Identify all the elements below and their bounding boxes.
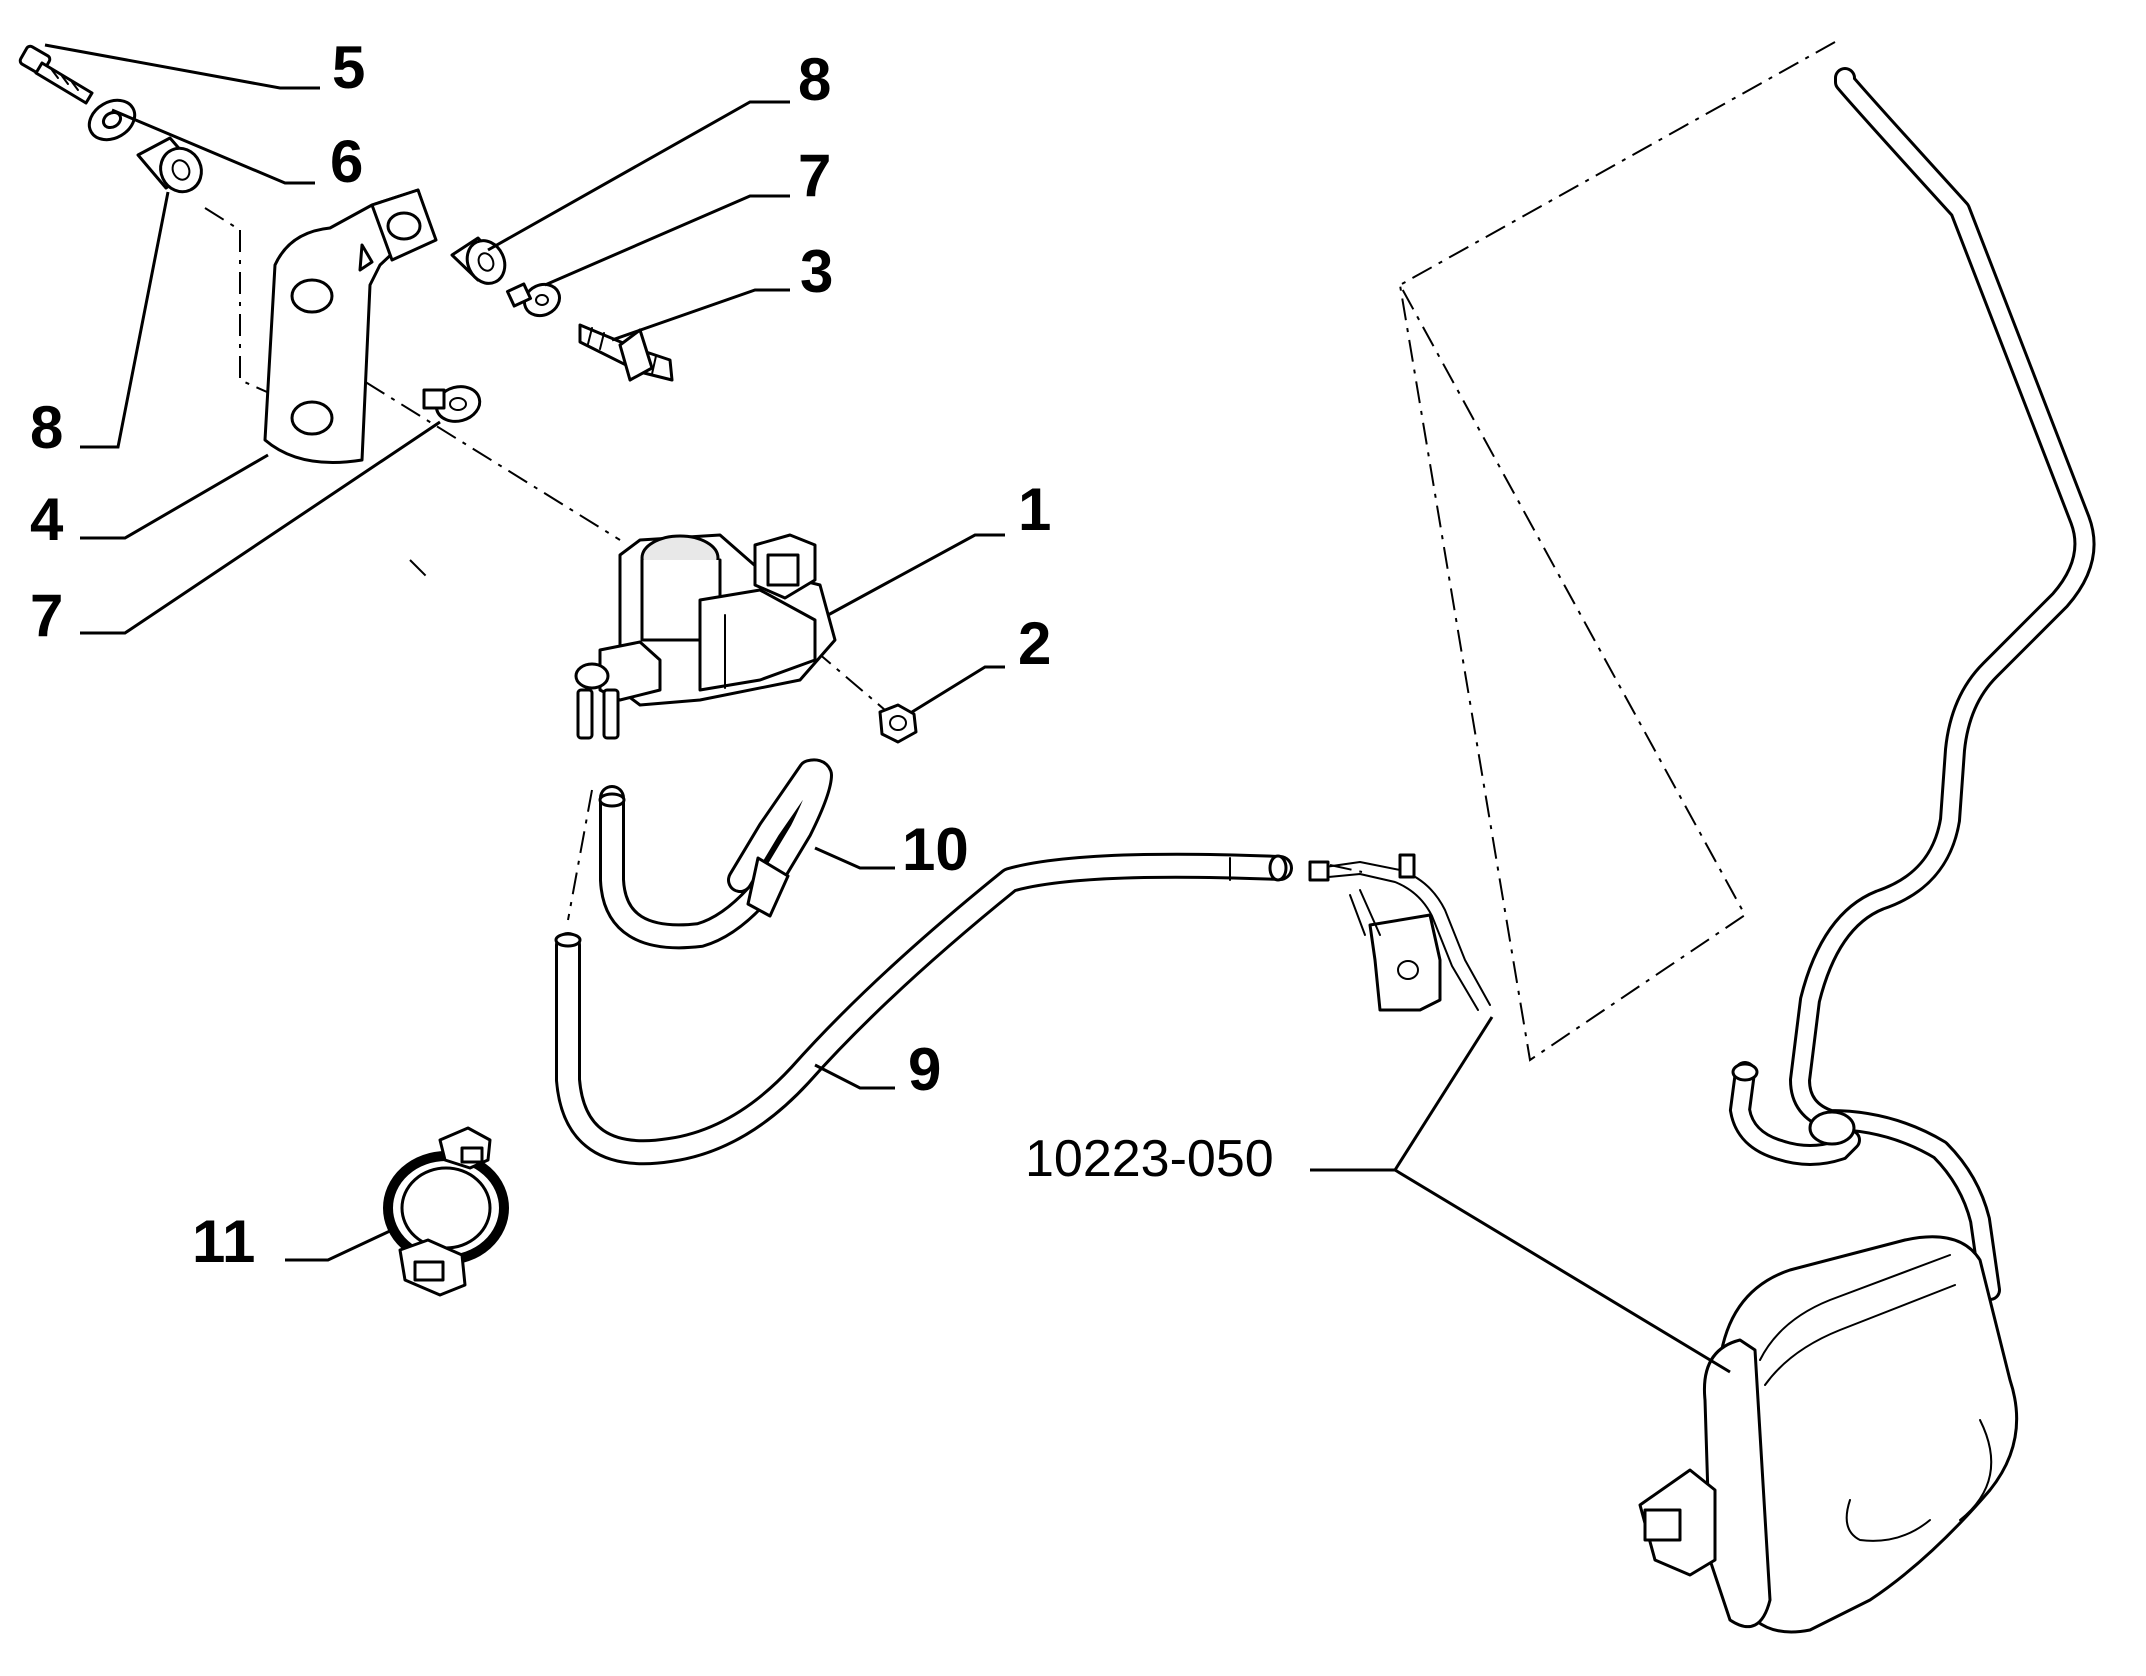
callout-8-top: 8 [798, 46, 831, 113]
callout-2: 2 [1018, 610, 1051, 677]
spacer-top [505, 282, 562, 318]
callout-8-left: 8 [30, 394, 63, 461]
nut [878, 703, 918, 744]
spacer-lower [422, 385, 482, 423]
hose-clamp [383, 1126, 509, 1297]
callout-4: 4 [30, 486, 64, 553]
hose-long [554, 852, 1293, 1166]
callout-7-bottom: 7 [30, 582, 63, 649]
reference-code: 10223-050 [1025, 1130, 1274, 1188]
assembly-guides [204, 41, 1836, 1062]
callout-labels: 5 6 8 7 3 8 4 7 1 2 10 9 11 10223-050 [30, 34, 1274, 1275]
bolt [18, 44, 94, 105]
stud-fitting [578, 323, 674, 382]
callout-9: 9 [908, 1036, 941, 1103]
callout-5: 5 [332, 34, 365, 101]
bracket [263, 188, 438, 464]
vacuum-pipe [1728, 67, 2096, 1301]
hose-short [598, 758, 833, 950]
callout-10: 10 [902, 816, 969, 883]
leader-lines [44, 43, 1731, 1374]
callout-11: 11 [192, 1208, 255, 1275]
washer [87, 98, 137, 142]
rubber-bushing-top [450, 236, 507, 285]
callout-6: 6 [330, 128, 363, 195]
callout-7-top: 7 [798, 142, 831, 209]
solenoid-valve [574, 533, 837, 740]
connector-bracket [1308, 853, 1491, 1012]
callout-3: 3 [800, 238, 833, 305]
rubber-bushing-left [136, 136, 203, 194]
vacuum-canister [1638, 1235, 2019, 1634]
callout-1: 1 [1018, 476, 1051, 543]
